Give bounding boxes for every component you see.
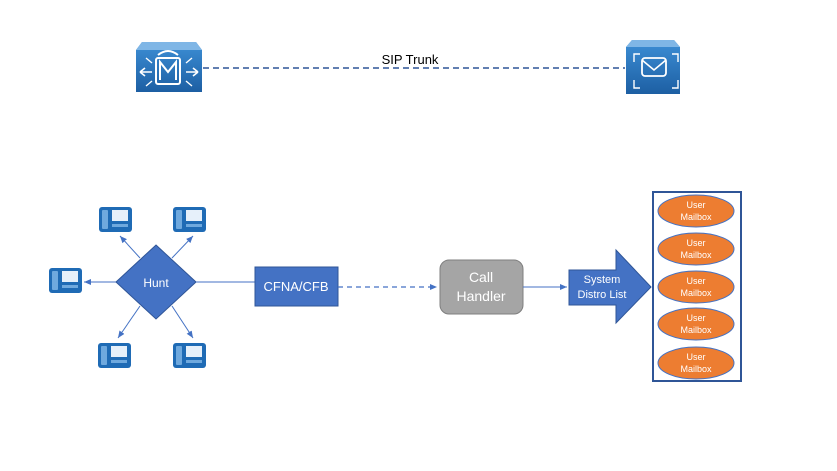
cucm-server-icon [136, 42, 202, 92]
call-handler-label-line1: Call [469, 269, 493, 285]
mailbox-label-line1: User [686, 276, 705, 286]
mailbox-label-line2: Mailbox [680, 364, 712, 374]
user-mailbox: User Mailbox [657, 194, 735, 228]
ip-phone-icon [173, 343, 206, 368]
mailbox-label-line2: Mailbox [680, 288, 712, 298]
hunt-to-phone-arrow [119, 235, 141, 259]
user-mailbox: User Mailbox [657, 307, 735, 341]
ip-phone-icon [99, 207, 132, 232]
call-handler-label-line2: Handler [456, 288, 505, 304]
user-mailbox: User Mailbox [657, 270, 735, 304]
user-mailbox: User Mailbox [657, 232, 735, 266]
ip-phone-icon [49, 268, 82, 293]
mailbox-label-line2: Mailbox [680, 325, 712, 335]
hunt-label: Hunt [143, 276, 169, 290]
mailbox-label-line1: User [686, 200, 705, 210]
mailbox-label-line1: User [686, 238, 705, 248]
hunt-to-phone-arrow [171, 305, 194, 339]
mailbox-group-frame [652, 191, 742, 382]
distro-label-line2: Distro List [578, 289, 627, 301]
mailbox-label-line2: Mailbox [680, 212, 712, 222]
ip-phone-icon [98, 343, 131, 368]
voicemail-server-icon [626, 40, 680, 94]
hunt-group-diamond [115, 244, 197, 320]
sip-trunk-label: SIP Trunk [382, 52, 439, 67]
hunt-to-phone-arrow [171, 235, 194, 259]
distro-label-line1: System [584, 274, 621, 286]
system-distro-list-arrow [568, 248, 652, 325]
mailbox-label-line1: User [686, 313, 705, 323]
user-mailbox: User Mailbox [657, 346, 735, 380]
mailbox-label-line1: User [686, 352, 705, 362]
ip-phone-icon [173, 207, 206, 232]
mailbox-label-line2: Mailbox [680, 250, 712, 260]
cfna-cfb-label: CFNA/CFB [264, 279, 329, 294]
hunt-to-phone-arrow [117, 305, 141, 339]
